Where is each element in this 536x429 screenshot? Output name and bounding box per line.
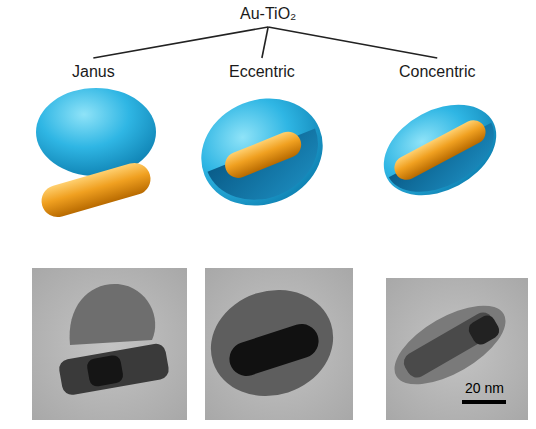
scale-bar	[462, 400, 506, 404]
tem-image	[197, 268, 353, 420]
scale-label: 20 nm	[465, 380, 504, 396]
janus-model	[36, 88, 156, 221]
category-label: Au-TiO₂	[237, 3, 299, 24]
eccentric-model	[185, 81, 339, 224]
category-label: Janus	[69, 61, 118, 82]
tree-line	[93, 27, 268, 58]
label-text: Janus	[72, 62, 115, 81]
label-text: Eccentric	[229, 62, 295, 81]
tree-line	[262, 27, 268, 58]
concentric-model	[368, 87, 512, 214]
label-text: Concentric	[399, 62, 475, 81]
category-label: Concentric	[396, 61, 478, 82]
tree-line	[268, 27, 437, 58]
tem-image	[382, 278, 528, 420]
label-text: Au-TiO₂	[240, 4, 296, 23]
tem-image	[32, 268, 187, 420]
category-label: Eccentric	[226, 61, 298, 82]
